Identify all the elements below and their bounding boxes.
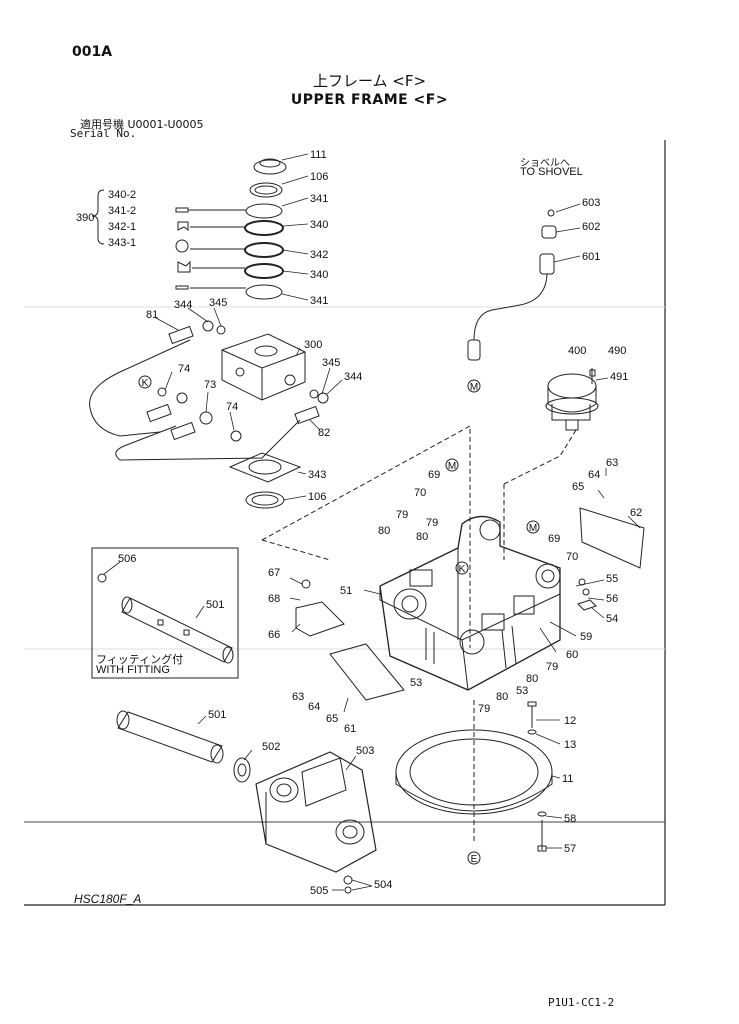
to-shovel-jp: ショベルへ	[520, 158, 570, 169]
part-label: 111	[310, 149, 327, 161]
part-label: 64	[308, 701, 320, 713]
part-label: 57	[564, 843, 576, 855]
part-label: 502	[262, 741, 280, 753]
part-label: 51	[340, 585, 352, 597]
part-label: 68	[268, 593, 280, 605]
part-label: 11	[562, 773, 573, 785]
kit-item: 343-1	[108, 237, 136, 249]
part-label: 56	[606, 593, 618, 605]
part-label: 340	[310, 219, 328, 231]
part-label: 69	[548, 533, 560, 545]
mark-m-2: M	[448, 461, 456, 472]
part-label: 491	[610, 371, 628, 383]
mark-m-1: M	[470, 382, 478, 393]
part-label: 340	[310, 269, 328, 281]
part-label: 341	[310, 193, 328, 205]
part-label: 344	[344, 371, 362, 383]
part-label: 503	[356, 745, 374, 757]
part-label: 400	[568, 345, 586, 357]
part-label: 73	[204, 379, 216, 391]
title-japanese: 上フレーム <F>	[312, 72, 427, 90]
part-label: 82	[318, 427, 330, 439]
kit-item: 342-1	[108, 221, 136, 233]
part-label: 80	[526, 673, 538, 685]
part-label: 79	[478, 703, 490, 715]
part-label: 81	[146, 309, 158, 321]
part-label: 70	[566, 551, 578, 563]
part-label: 342	[310, 249, 328, 261]
part-label: 69	[428, 469, 440, 481]
serial-label: Serial No.	[70, 127, 137, 140]
part-label: 12	[564, 715, 576, 727]
part-label: 59	[580, 631, 592, 643]
with-fitting-note-jp: フィッティング付	[96, 653, 184, 666]
part-label: 65	[572, 481, 584, 493]
part-label: 62	[630, 507, 642, 519]
part-label: 345	[209, 297, 227, 309]
serial-range: 適用号機 U0001-U0005	[80, 118, 204, 131]
mark-k-2: K	[459, 564, 466, 575]
part-label: 80	[378, 525, 390, 537]
part-label: 106	[310, 171, 328, 183]
part-label: 53	[410, 677, 422, 689]
part-label: 53	[516, 685, 528, 697]
part-label: 343	[308, 469, 326, 481]
part-label: 344	[174, 299, 192, 311]
part-label: 13	[564, 739, 576, 751]
part-label: 63	[292, 691, 304, 703]
part-label: 80	[416, 531, 428, 543]
part-label: 58	[564, 813, 576, 825]
part-label: 54	[606, 613, 618, 625]
part-label: 603	[582, 197, 600, 209]
part-label: 490	[608, 345, 626, 357]
part-label: 61	[344, 723, 356, 735]
part-label: 79	[546, 661, 558, 673]
model-code: HSC180F_A	[74, 892, 142, 906]
kit-group-number: 390	[76, 212, 94, 224]
part-label: 601	[582, 251, 600, 263]
part-label: 506	[118, 553, 136, 565]
mark-k-1: K	[142, 378, 149, 389]
to-shovel-en: TO SHOVEL	[520, 166, 583, 178]
part-label: 345	[322, 357, 340, 369]
part-label: 60	[566, 649, 578, 661]
kit-item: 340-2	[108, 189, 136, 201]
part-label: 74	[226, 401, 238, 413]
part-label: 501	[206, 599, 224, 611]
part-label: 67	[268, 567, 280, 579]
part-label: 501	[208, 709, 226, 721]
page-code: 001A	[72, 44, 113, 60]
part-label: 504	[374, 879, 392, 891]
part-label: 65	[326, 713, 338, 725]
part-label: 64	[588, 469, 600, 481]
part-label: 79	[396, 509, 408, 521]
part-label: 70	[414, 487, 426, 499]
kit-item: 341-2	[108, 205, 136, 217]
mark-m-3: M	[529, 523, 537, 534]
part-label: 74	[178, 363, 190, 375]
part-label: 55	[606, 573, 618, 585]
part-label: 505	[310, 885, 328, 897]
part-label: 341	[310, 295, 328, 307]
page-reference: P1U1-CC1-2	[548, 996, 615, 1009]
mark-e-1: E	[471, 854, 478, 865]
part-label: 300	[304, 339, 322, 351]
title-english: UPPER FRAME <F>	[290, 92, 449, 108]
with-fitting-note-en: WITH FITTING	[96, 664, 170, 676]
part-label: 80	[496, 691, 508, 703]
part-label: 79	[426, 517, 438, 529]
part-label: 66	[268, 629, 280, 641]
part-label: 63	[606, 457, 618, 469]
part-label: 602	[582, 221, 600, 233]
part-label: 106	[308, 491, 326, 503]
